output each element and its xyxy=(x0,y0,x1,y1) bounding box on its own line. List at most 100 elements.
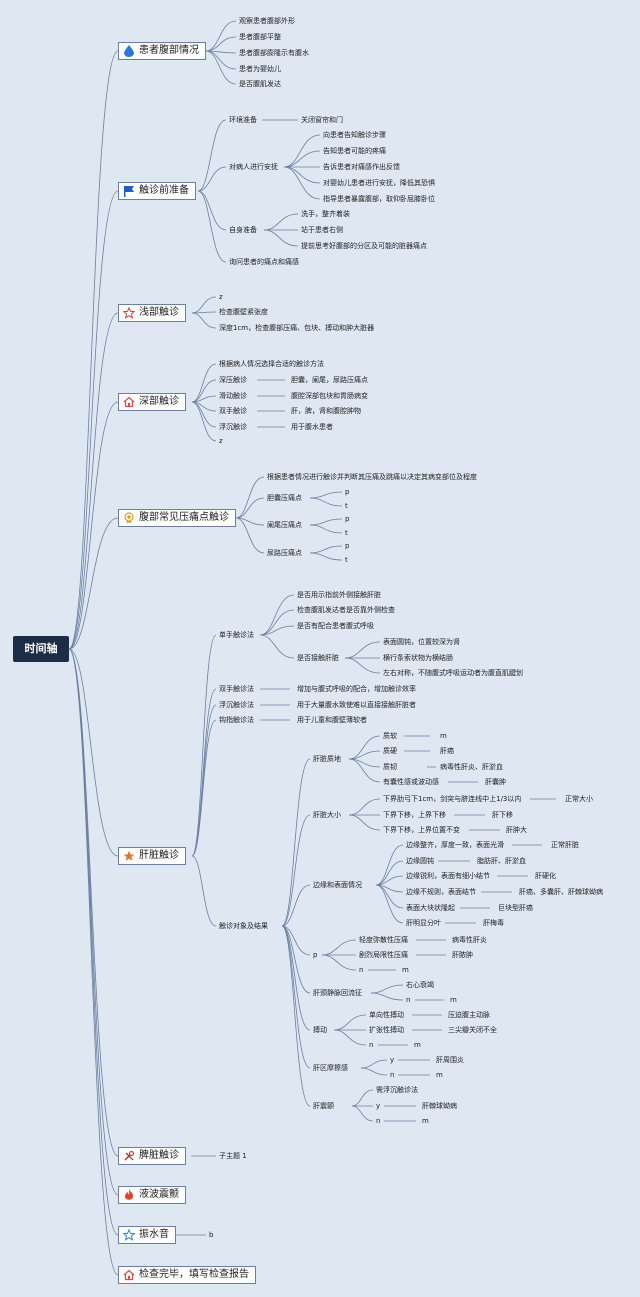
b5-point: 尿路压痛点 xyxy=(267,549,302,557)
branch-deep-palpation[interactable]: 深部触诊 xyxy=(118,393,186,411)
connector-line xyxy=(283,166,321,184)
edge-a: 肝明显分叶 xyxy=(406,919,441,927)
b6-single-item: 是否有配合患者腹式呼吸 xyxy=(297,622,374,630)
b6-method-desc: 增加与腹式呼吸的配合，增加触诊效率 xyxy=(297,685,416,693)
connector-line xyxy=(197,119,227,192)
p-b: 肝脓肿 xyxy=(452,951,473,959)
size-b: 正常大小 xyxy=(565,795,593,803)
b3-item: 深度1cm，检查腹部压痛、包块、搏动和肿大脏器 xyxy=(219,324,375,332)
texture-b: 肝囊肿 xyxy=(485,778,506,786)
connector-line xyxy=(205,50,237,85)
edge-a: 边缘锐利，表面有细小结节 xyxy=(406,872,490,880)
branch-shallow-palpation[interactable]: 浅部触诊 xyxy=(118,304,186,322)
connector-line xyxy=(197,166,227,192)
pulse-b: m xyxy=(414,1041,421,1049)
connector-line xyxy=(321,954,357,971)
b2-comfort-item: 告知患者可能的疼痛 xyxy=(323,147,386,155)
connector-line xyxy=(370,984,404,994)
tremor-a: 需浮沉触诊法 xyxy=(376,1086,418,1094)
edge-a: 边缘圆钝 xyxy=(406,857,434,865)
size-b: 肝下移 xyxy=(492,811,513,819)
connector-line xyxy=(283,166,321,200)
liver-reflux: 肝颈静脉回流征 xyxy=(313,989,362,997)
connector-line xyxy=(348,814,381,831)
connector-line xyxy=(191,704,217,857)
connector-line xyxy=(191,395,217,403)
edge-b: 脂肪肝、肝淤血 xyxy=(477,857,526,865)
b2-ask: 询问患者的痛点和痛感 xyxy=(229,258,299,266)
connector-line xyxy=(263,229,299,247)
b6-touch-item: 横行条索状物为横结肠 xyxy=(383,654,453,662)
p-a: 剧烈局限性压痛 xyxy=(359,951,408,959)
edge-b: 正常肝脏 xyxy=(551,841,579,849)
texture-a: 质软 xyxy=(383,732,397,740)
connector-line xyxy=(235,517,265,554)
b2-comfort-item: 对婴幼儿患者进行安抚，降低其恐惧 xyxy=(323,179,435,187)
b4-method-desc: 胆囊，阑尾，尿路压痛点 xyxy=(291,376,368,384)
b1-item: 患者腹部平整 xyxy=(239,33,281,41)
branch-liver-palpation[interactable]: 肝脏触诊 xyxy=(118,847,186,865)
connector-line xyxy=(259,609,295,636)
b4-method: 浮沉触诊 xyxy=(219,423,247,431)
branch-tender-points[interactable]: 腹部常见压痛点触诊 xyxy=(118,509,236,527)
liver-tremor: 肝震颤 xyxy=(313,1102,334,1110)
connector-line xyxy=(375,884,404,909)
branch-abdomen-condition[interactable]: 患者腹部情况 xyxy=(118,42,206,60)
texture-b: 肝癌 xyxy=(440,747,454,755)
connector-line xyxy=(68,648,119,857)
b6-single-item: 检查腹肌发达者是否靠外侧检查 xyxy=(297,606,395,614)
b6-touch: 是否接触肝脏 xyxy=(297,654,339,662)
connector-line xyxy=(259,625,295,636)
b4-last: z xyxy=(219,437,223,445)
b6-single: 单手触诊法 xyxy=(219,631,254,639)
connector-line xyxy=(191,401,217,412)
b5-point-kid: t xyxy=(345,529,348,537)
connector-line xyxy=(375,860,404,886)
connector-line xyxy=(351,1089,374,1107)
branch-pre-palpation[interactable]: 触诊前准备 xyxy=(118,182,196,200)
edge-b: 肝癌、多囊肝、肝棘球蚴病 xyxy=(519,888,603,896)
connector-line xyxy=(333,1014,367,1031)
b1-item: 观察患者腹部外形 xyxy=(239,17,295,25)
branch-succussion-splash[interactable]: 振水音 xyxy=(118,1226,176,1244)
connector-line xyxy=(263,213,299,231)
b4-method-desc: 肝，脾，肾和腹腔肿物 xyxy=(291,407,361,415)
texture-b: 病毒性肝炎、肝淤血 xyxy=(440,763,503,771)
root-node[interactable]: 时间轴 xyxy=(13,636,69,662)
branch-finish-report[interactable]: 检查完毕，填写检查报告 xyxy=(118,1266,256,1284)
connector-line xyxy=(68,648,119,1236)
branch-spleen-palpation[interactable]: 脾脏触诊 xyxy=(118,1147,186,1165)
connector-line xyxy=(191,312,217,329)
b5-point-kid: p xyxy=(345,542,350,550)
connector-line xyxy=(205,20,237,52)
b4-method: 滑动触诊 xyxy=(219,392,247,400)
connector-line xyxy=(309,497,343,507)
connector-line xyxy=(348,798,381,816)
connector-line xyxy=(205,50,237,70)
connector-line xyxy=(375,884,404,893)
connector-line xyxy=(344,657,381,674)
connector-line xyxy=(281,925,311,1069)
b6-result: 触诊对象及结果 xyxy=(219,922,268,930)
friction-a: n xyxy=(390,1071,395,1079)
water-drop-icon xyxy=(123,45,135,57)
b5-point: 胆囊压痛点 xyxy=(267,494,302,502)
connector-line xyxy=(360,1067,388,1076)
connector-line xyxy=(68,517,119,650)
connector-line xyxy=(375,875,404,886)
connector-line xyxy=(348,735,381,760)
edge-a: 表面大块状隆起 xyxy=(406,904,455,912)
tremor-b: m xyxy=(422,1117,429,1125)
b6-method-desc: 用于大量腹水致使难以直接接触肝脏者 xyxy=(297,701,416,709)
connector-line xyxy=(281,884,311,927)
home-icon xyxy=(123,1269,135,1281)
friction-a: y xyxy=(390,1056,395,1064)
connector-line xyxy=(351,1105,374,1122)
b6-touch-item: 表面圆钝，位置较深为肾 xyxy=(383,638,460,646)
connector-line xyxy=(309,524,343,534)
connector-line xyxy=(191,634,217,857)
connector-line xyxy=(197,190,227,231)
connector-line xyxy=(281,925,311,994)
liver-edge: 边缘和表面情况 xyxy=(313,881,362,889)
branch-fluid-wave[interactable]: 液波震颤 xyxy=(118,1186,186,1204)
